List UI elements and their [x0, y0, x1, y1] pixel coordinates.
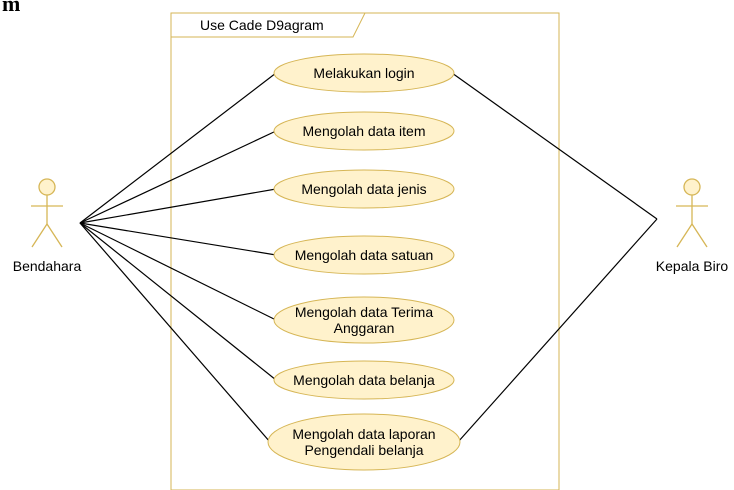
use-case-label: Pengendali belanja [304, 442, 423, 458]
stick-figure-icon [676, 178, 708, 248]
system-boundary: Use Cade D9agram [170, 12, 560, 490]
system-boundary-tab [170, 12, 366, 38]
use-case-label: Mengolah data satuan [295, 247, 434, 263]
use-case-label: Mengolah data belanja [293, 372, 435, 388]
use-case-label: Mengolah data item [303, 123, 426, 139]
stick-figure-icon [31, 178, 63, 248]
association-line [451, 72, 658, 220]
use-case-ellipse[interactable] [273, 235, 455, 275]
use-case-ellipse[interactable] [273, 111, 455, 151]
use-case-item[interactable]: Mengolah data item [273, 111, 455, 151]
actor-label: Kepala Biro [656, 258, 729, 274]
association-line [79, 222, 277, 256]
association-line [457, 218, 658, 443]
association-lines [79, 72, 658, 443]
actor-label: Bendahara [13, 258, 82, 274]
use-case-ellipse[interactable] [267, 413, 461, 471]
association-line [79, 188, 277, 224]
use-case-ellipse[interactable] [273, 296, 455, 344]
actor-kepala-biro[interactable]: Kepala Biro [656, 178, 729, 274]
use-case-jenis[interactable]: Mengolah data jenis [273, 169, 455, 209]
use-case-login[interactable]: Melakukan login [273, 53, 455, 93]
association-line [79, 222, 271, 443]
system-boundary-label: Use Cade D9agram [200, 17, 324, 33]
association-line [79, 72, 277, 224]
use-case-belanja[interactable]: Mengolah data belanja [273, 360, 455, 400]
use-case-label: Mengolah data laporan [292, 426, 435, 442]
use-case-label: Mengolah data jenis [301, 181, 426, 197]
use-case-ellipse[interactable] [273, 53, 455, 93]
association-line [79, 222, 277, 381]
actors: Bendahara Kepala Biro [13, 178, 729, 274]
use-case-ellipse[interactable] [273, 360, 455, 400]
association-line [79, 222, 277, 321]
use-case-satuan[interactable]: Mengolah data satuan [273, 235, 455, 275]
use-case-label: Anggaran [334, 320, 395, 336]
corner-heading-fragment: m [2, 0, 21, 16]
use-case-ellipse[interactable] [273, 169, 455, 209]
association-line [79, 130, 277, 224]
use-case-label: Melakukan login [313, 65, 414, 81]
actor-bendahara[interactable]: Bendahara [13, 178, 82, 274]
use-case-label: Mengolah data Terima [295, 304, 433, 320]
